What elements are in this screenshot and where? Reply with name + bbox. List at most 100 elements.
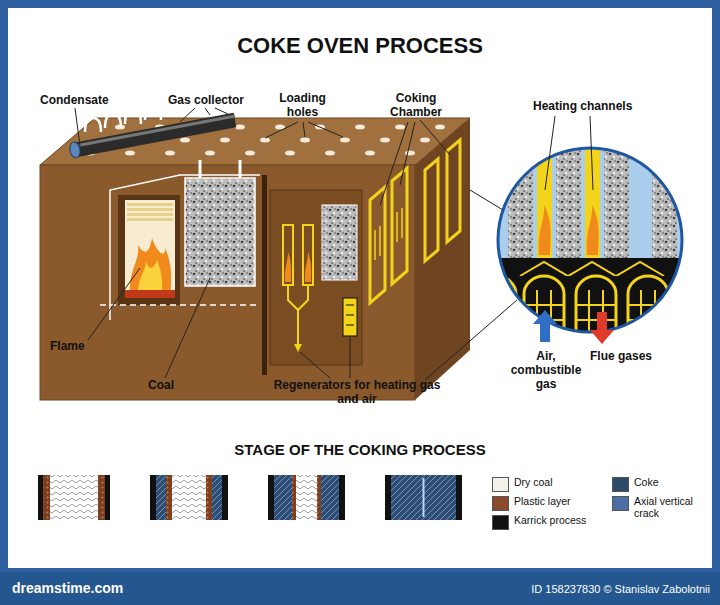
legend-item: Dry coal xyxy=(492,476,553,492)
loading-hole xyxy=(435,125,445,130)
stage-strip xyxy=(274,475,292,520)
heating-section xyxy=(288,285,308,310)
loading-hole xyxy=(405,151,415,156)
stage-strip xyxy=(268,475,274,520)
heating-section xyxy=(303,225,313,285)
stage-strip xyxy=(222,475,228,520)
flow-arrow xyxy=(533,310,557,324)
part-label: Regenerators for heating gas and air xyxy=(268,379,446,407)
zoom-circle xyxy=(476,148,682,336)
legend-swatch xyxy=(492,496,509,511)
part-label: Coal xyxy=(148,379,174,393)
zoom-circle xyxy=(539,205,551,255)
leader-line xyxy=(420,120,450,155)
part-label: Heating channels xyxy=(533,100,632,114)
loading-hole xyxy=(260,138,270,143)
zoom-circle xyxy=(587,205,599,255)
watermark: dreamstime.com xyxy=(12,580,123,596)
oven-block xyxy=(40,118,470,400)
legend-item: Coke xyxy=(612,476,659,492)
leader-line xyxy=(300,352,330,378)
stage-strip xyxy=(391,475,456,520)
zoom-circle xyxy=(520,262,664,276)
loading-hole xyxy=(285,151,295,156)
part-label: Flue gases xyxy=(590,350,652,364)
stage-strip xyxy=(98,475,105,520)
zoom-circle xyxy=(604,150,629,258)
gas-collector-pipe xyxy=(125,110,141,124)
stage-strip xyxy=(38,475,462,520)
coal-chamber xyxy=(100,304,260,306)
gas-collector-pipe xyxy=(145,106,161,120)
heating-section xyxy=(285,252,291,282)
zoom-circle xyxy=(628,276,668,335)
stage-strip xyxy=(156,475,166,520)
flow-arrow xyxy=(533,310,614,344)
heating-section xyxy=(305,252,311,282)
leader-line xyxy=(308,122,343,137)
loading-hole xyxy=(165,151,175,156)
frame xyxy=(0,572,720,605)
watermark: ID 158237830 © Stanislav Zabolotnii xyxy=(380,583,710,596)
leader-line xyxy=(180,108,195,122)
zoom-circle xyxy=(556,150,581,258)
firebox xyxy=(130,238,171,295)
zoom-circle xyxy=(498,258,682,276)
coking-chamber-door xyxy=(401,208,403,238)
loading-hole xyxy=(355,125,365,130)
coking-chamber-door xyxy=(392,168,407,284)
part-label: Flame xyxy=(50,340,85,354)
flow-arrow xyxy=(540,322,550,342)
stage-strip xyxy=(172,475,206,520)
coking-chamber-door xyxy=(425,159,438,261)
coal-chamber xyxy=(262,175,267,375)
stage-strip xyxy=(292,475,296,520)
legend-text: Coke xyxy=(634,476,659,488)
coking-chamber-door xyxy=(370,140,460,303)
loading-hole xyxy=(300,138,310,143)
legend-text: Karrick process xyxy=(514,514,586,526)
zoom-circle xyxy=(537,150,552,258)
heating-section xyxy=(343,298,357,336)
leader-line xyxy=(350,337,351,378)
stage-strip xyxy=(38,475,43,520)
firebox xyxy=(127,213,173,216)
heating-section xyxy=(270,190,362,365)
heating-section xyxy=(283,225,293,285)
loading-hole xyxy=(420,138,430,143)
leader-line xyxy=(265,122,298,138)
legend-swatch xyxy=(492,477,509,492)
stage-strip xyxy=(339,475,345,520)
loading-hole xyxy=(125,151,135,156)
stage-strip xyxy=(50,475,98,520)
part-label: Loading holes xyxy=(265,92,340,120)
firebox xyxy=(118,195,180,305)
stage-strip xyxy=(385,475,391,520)
firebox xyxy=(127,203,173,206)
heating-section xyxy=(294,344,302,352)
coking-chamber-door xyxy=(374,230,376,260)
firebox xyxy=(118,195,180,305)
heating-section xyxy=(346,305,354,306)
firebox xyxy=(127,218,173,221)
coking-chamber-door xyxy=(447,140,460,242)
leader-line xyxy=(590,116,593,190)
oven-block xyxy=(40,165,415,400)
loading-hole xyxy=(205,151,215,156)
leader-line xyxy=(75,108,593,380)
leader-line xyxy=(470,190,503,210)
coking-chamber-door xyxy=(370,187,385,303)
zoom-circle xyxy=(576,276,616,335)
stage-strip xyxy=(321,475,339,520)
zoom-circle xyxy=(576,290,616,335)
leader-line xyxy=(215,108,228,114)
leader-line xyxy=(545,116,555,190)
coking-chamber-door xyxy=(379,226,381,256)
legend-text: Plastic layer xyxy=(514,495,571,507)
firebox xyxy=(138,260,162,295)
stage-strip xyxy=(43,475,50,520)
